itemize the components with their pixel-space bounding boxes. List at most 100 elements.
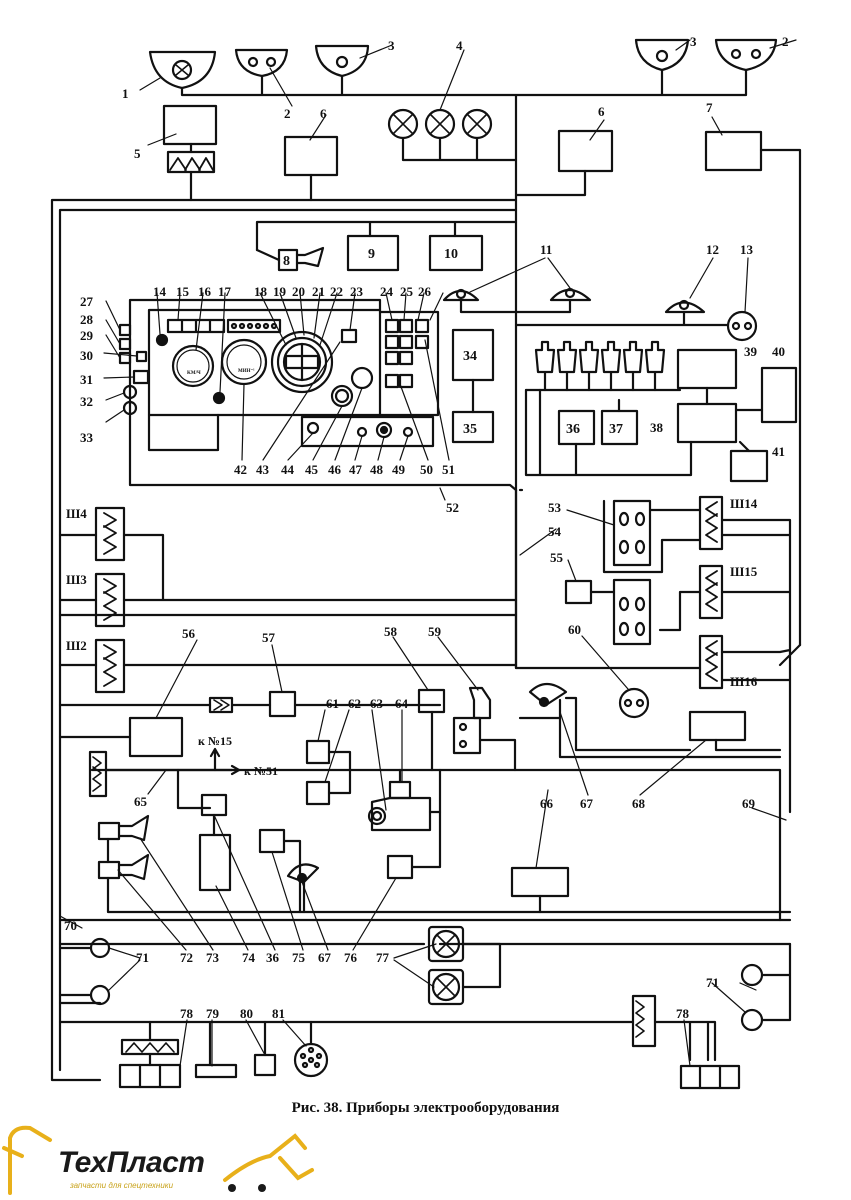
component-label-63: 63: [370, 696, 384, 711]
excavator-left-icon: [2, 1125, 52, 1195]
block-66: [510, 866, 570, 898]
block-10: [428, 234, 484, 272]
block-9: [346, 234, 400, 272]
headlight-2-right: [714, 38, 778, 72]
component-label-38: 38: [650, 420, 664, 435]
block-61: [305, 739, 331, 765]
fuse-block-53b: [612, 578, 652, 646]
connector-label-4: Ш15: [730, 564, 758, 579]
component-label-67: 67: [318, 950, 332, 965]
sensor-67-lower: [286, 863, 320, 914]
component-label-44: 44: [281, 462, 295, 477]
sensor-67-top: [528, 682, 692, 752]
component-label-50: 50: [420, 462, 433, 477]
block-62: [305, 780, 331, 806]
component-label-48: 48: [370, 462, 384, 477]
component-label-65: 65: [134, 794, 148, 809]
block-78-right: [679, 1064, 741, 1090]
component-label-26: 26: [418, 284, 432, 299]
logo-tagline: запчасти для спецтехники: [70, 1181, 174, 1190]
component-label-3: 3: [388, 38, 395, 53]
block-41: [729, 449, 769, 483]
component-label-28: 28: [80, 312, 94, 327]
component-label-27: 27: [80, 294, 94, 309]
component-label-80: 80: [240, 1006, 253, 1021]
block-68: [688, 710, 747, 742]
brand-logo: [2, 1125, 314, 1195]
block-80: [253, 1053, 277, 1077]
component-label-19: 19: [273, 284, 287, 299]
block-55: [564, 579, 593, 605]
component-label-56: 56: [182, 626, 196, 641]
component-label-1: 1: [122, 86, 129, 101]
ref-arrow-51: [104, 764, 241, 776]
connector-label-0: Ш4: [66, 506, 87, 521]
horn-72: [97, 853, 150, 881]
relay-59: [452, 686, 517, 772]
connector-5: [166, 142, 216, 202]
connector-78-left: [120, 1038, 180, 1056]
component-label-69: 69: [742, 796, 756, 811]
component-label-31: 31: [80, 372, 93, 387]
component-label-81: 81: [272, 1006, 285, 1021]
component-label-71: 71: [706, 975, 719, 990]
component-label-46: 46: [328, 462, 342, 477]
connector-label-1: Ш3: [66, 572, 87, 587]
leader-lines: [59, 39, 797, 1067]
component-label-67: 67: [580, 796, 594, 811]
component-label-20: 20: [292, 284, 305, 299]
component-label-25: 25: [400, 284, 414, 299]
component-label-58: 58: [384, 624, 398, 639]
instrument-panel: [118, 298, 518, 492]
headlight-3-left: [314, 44, 370, 78]
component-label-47: 47: [349, 462, 363, 477]
component-label-24: 24: [380, 284, 394, 299]
lamp-71-left-bottom: [89, 984, 111, 1006]
connector-label-3: Ш14: [730, 496, 758, 511]
component-label-53: 53: [548, 500, 562, 515]
block-8-label: 8: [283, 254, 290, 269]
component-label-70: 70: [64, 918, 77, 933]
block-9-label: 9: [368, 247, 375, 262]
component-label-23: 23: [350, 284, 364, 299]
component-label-29: 29: [80, 328, 94, 343]
logo-name: ТехПласт: [58, 1146, 205, 1179]
connector-sh3: [94, 572, 126, 628]
component-label-61: 61: [326, 696, 339, 711]
component-label-78: 78: [180, 1006, 194, 1021]
lamp-71-right-top: [740, 963, 764, 987]
component-label-6: 6: [320, 106, 327, 121]
component-label-16: 16: [198, 284, 212, 299]
component-label-13: 13: [740, 242, 754, 257]
gauge-42-text: МИН⁻¹: [238, 368, 255, 374]
gauge-16-text: KM/Ч: [187, 371, 201, 376]
generator-63: [367, 768, 442, 832]
component-label-32: 32: [80, 394, 93, 409]
component-label-68: 68: [632, 796, 646, 811]
component-label-36: 36: [266, 950, 280, 965]
block-79: [194, 1063, 238, 1079]
connector-small: [208, 696, 234, 714]
block-57: [268, 690, 297, 718]
lamp-12: [664, 299, 706, 314]
block-74: [198, 833, 232, 892]
component-label-57: 57: [262, 630, 276, 645]
component-label-33: 33: [80, 430, 94, 445]
ref-15: к №15: [198, 734, 232, 748]
block-34-label: 34: [463, 349, 477, 364]
lamp-11-left: [442, 288, 480, 302]
component-label-75: 75: [292, 950, 306, 965]
connector-65: [88, 750, 108, 798]
component-label-54: 54: [548, 524, 562, 539]
lamp-11-right: [549, 287, 592, 302]
block-36-label: 36: [566, 422, 580, 437]
block-56: [128, 716, 184, 758]
component-label-2: 2: [782, 34, 789, 49]
connector-sh15: [698, 564, 724, 620]
block-35-label: 35: [463, 422, 477, 437]
connector-sh2: [94, 638, 126, 694]
component-label-74: 74: [242, 950, 256, 965]
component-label-12: 12: [706, 242, 719, 257]
